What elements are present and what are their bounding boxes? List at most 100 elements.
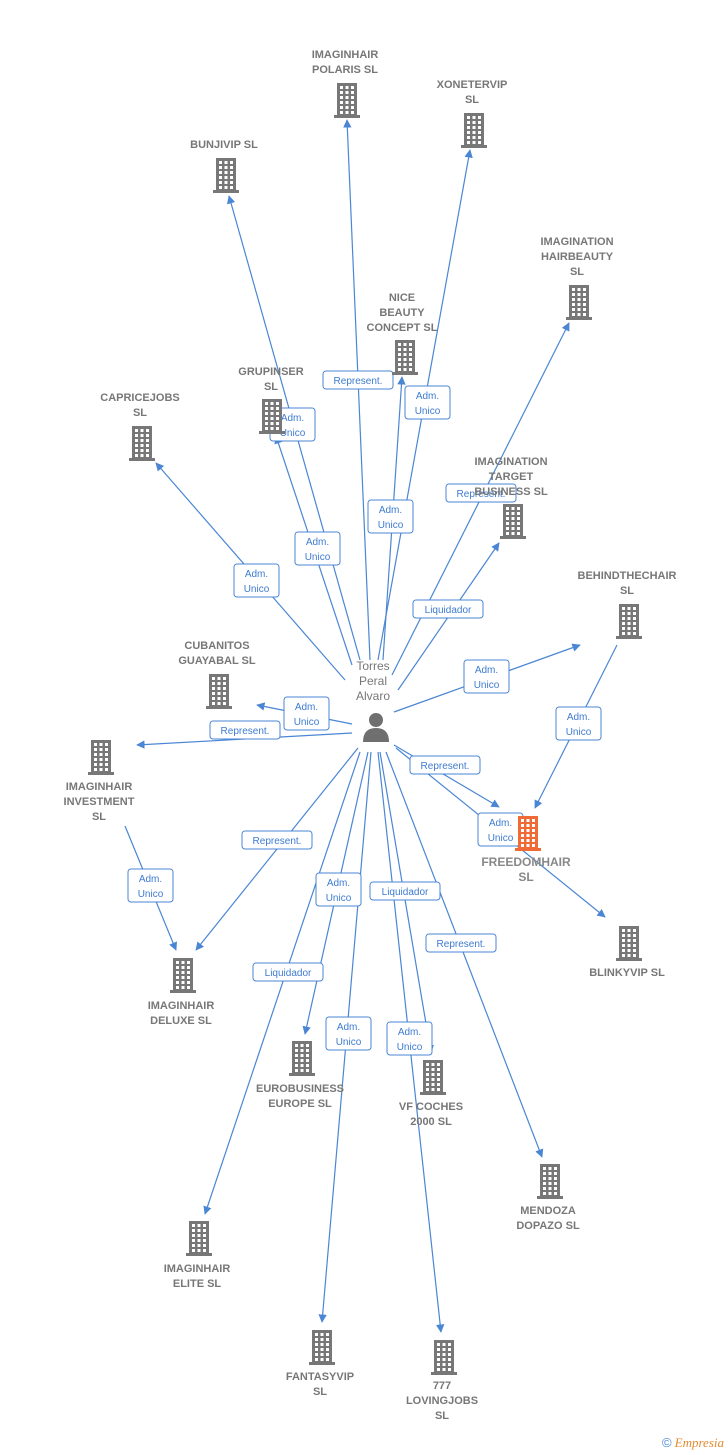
brand-logo[interactable]: Empresia: [674, 1435, 724, 1450]
edge-label-text: Unico: [415, 406, 441, 417]
edge-label-target[interactable]: Liquidador: [412, 599, 484, 619]
edge-label-eurobusiness[interactable]: Adm.Unico: [315, 872, 362, 907]
edge-label-fantasyvip[interactable]: Adm.Unico: [325, 1016, 372, 1051]
building-window: [511, 507, 515, 510]
building-icon[interactable]: [259, 399, 285, 434]
edge-label-mendoza[interactable]: Represent.: [425, 933, 497, 953]
edge-label-grupinser[interactable]: Adm.Unico: [294, 531, 341, 566]
building-icon[interactable]: [213, 158, 239, 193]
building-icon[interactable]: [392, 340, 418, 375]
company-node-blinkyvip[interactable]: BLINKYVIP SL: [589, 926, 665, 979]
building-window: [554, 1167, 557, 1170]
company-label: GRUPINSER: [238, 366, 303, 378]
building-window: [192, 1224, 195, 1227]
building-icon[interactable]: [616, 926, 642, 961]
building-icon[interactable]: [206, 674, 232, 709]
building-window: [135, 444, 138, 447]
building-icon[interactable]: [461, 113, 487, 148]
building-window: [472, 116, 476, 119]
company-label: TARGET: [489, 471, 534, 483]
building-window: [140, 429, 144, 432]
edge-label-deluxe[interactable]: Adm.Unico: [127, 868, 174, 903]
building-icon[interactable]: [289, 1041, 315, 1076]
building-icon[interactable]: [420, 1060, 446, 1095]
focus-building-icon[interactable]: [515, 816, 541, 851]
edge-label-behindthechair[interactable]: Adm.Unico: [463, 659, 510, 694]
building-window: [105, 748, 108, 751]
building-window: [448, 1358, 451, 1361]
edge-label-box: [315, 872, 362, 907]
building-window: [633, 934, 636, 937]
company-label: SL: [620, 585, 634, 597]
building-window: [197, 1239, 201, 1242]
building-window: [176, 961, 179, 964]
building-window: [203, 1229, 206, 1232]
building-window: [176, 976, 179, 979]
company-label: IMAGINHAIR: [312, 49, 379, 61]
building-icon[interactable]: [170, 958, 196, 993]
building-window: [306, 1069, 309, 1072]
building-icon[interactable]: [500, 504, 526, 539]
edge-label-text: Unico: [397, 1042, 423, 1053]
edge-label-freedomhair[interactable]: Adm.Unico: [555, 706, 602, 741]
edge-label-freedomhair[interactable]: Represent.: [409, 755, 481, 775]
edge-label-text: Adm.: [567, 712, 590, 723]
edge-label-deluxe[interactable]: Represent.: [241, 830, 313, 850]
building-icon[interactable]: [186, 1221, 212, 1256]
edge-label-xonetervip[interactable]: Adm.Unico: [404, 385, 451, 420]
edge-label-polaris[interactable]: Represent.: [322, 370, 394, 390]
building-icon[interactable]: [566, 285, 592, 320]
building-window: [554, 1192, 557, 1195]
edge-label-cubanitos[interactable]: Adm.Unico: [283, 696, 330, 731]
building-window: [409, 348, 412, 351]
building-window: [543, 1167, 546, 1170]
building-icon[interactable]: [334, 83, 360, 118]
building-window: [532, 839, 535, 842]
edge-label-box: [283, 696, 330, 731]
building-window: [577, 293, 581, 296]
building-window: [223, 697, 226, 700]
building-window: [219, 176, 222, 179]
company-node-bunjivip[interactable]: BUNJIVIP SL: [190, 139, 258, 193]
building-icon[interactable]: [309, 1330, 335, 1365]
building-window: [276, 407, 279, 410]
building-window: [300, 1059, 304, 1062]
edge-label-blinkyvip[interactable]: Adm.Unico: [477, 812, 524, 847]
building-window: [633, 939, 636, 942]
edge-label-nice[interactable]: Adm.Unico: [367, 499, 414, 534]
building-icon[interactable]: [616, 604, 642, 639]
edge-label-hairbeauty[interactable]: Represent.: [445, 483, 517, 503]
edge-label-capricejobs[interactable]: Adm.Unico: [233, 563, 280, 598]
edge-label-vfcoches[interactable]: Liquidador: [369, 881, 441, 901]
edge-label-elite[interactable]: Liquidador: [252, 962, 324, 982]
building-icon[interactable]: [88, 740, 114, 775]
company-label: IMAGINHAIR: [148, 1000, 215, 1012]
building-window: [94, 748, 97, 751]
building-window: [340, 86, 343, 89]
edge-label-investment[interactable]: Represent.: [209, 720, 281, 740]
building-icon[interactable]: [129, 426, 155, 461]
edge-label-lovingjobs[interactable]: Adm.Unico: [386, 1021, 433, 1056]
building-icon[interactable]: [431, 1340, 457, 1375]
building-icon[interactable]: [537, 1164, 563, 1199]
